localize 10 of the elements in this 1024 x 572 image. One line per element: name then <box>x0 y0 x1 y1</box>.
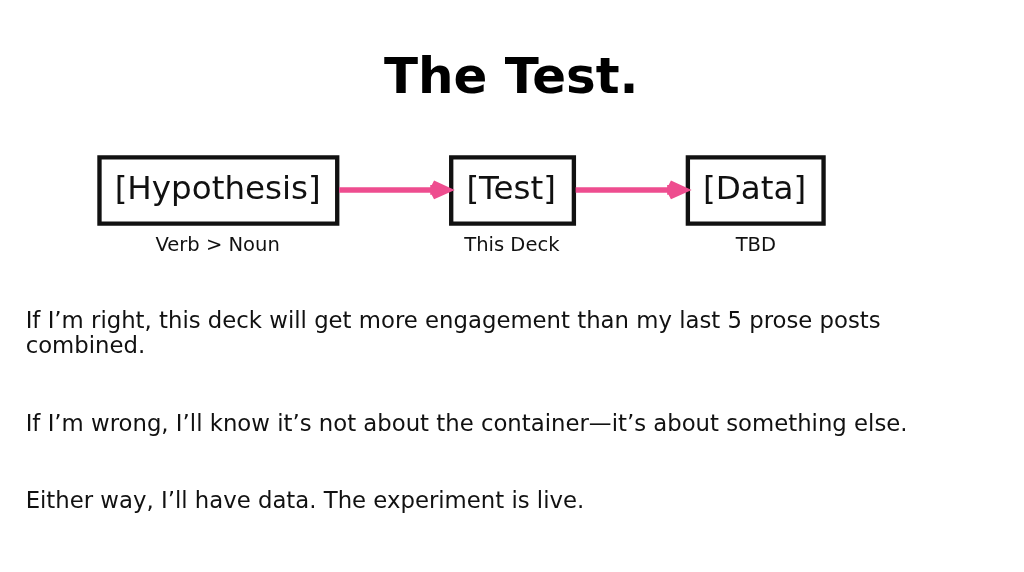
node-box: [Test] <box>449 155 577 226</box>
node-box: [Data] <box>685 155 826 226</box>
node-label: This Deck <box>464 233 560 257</box>
diagram-title: The Test. <box>383 46 639 105</box>
label: If I’m right, this deck will get more engagement than my last 5 prose posts combined. <box>25 307 881 359</box>
label: Either way, I’ll have data. The experiment is live. <box>25 486 585 513</box>
node-label: Verb > Noun <box>155 233 280 257</box>
label: If I’m wrong, I’ll know it’s not about the container—it’s about something else. <box>25 409 908 436</box>
node-box: [Hypothesis] <box>97 155 340 226</box>
node-label: TBD <box>735 233 777 257</box>
